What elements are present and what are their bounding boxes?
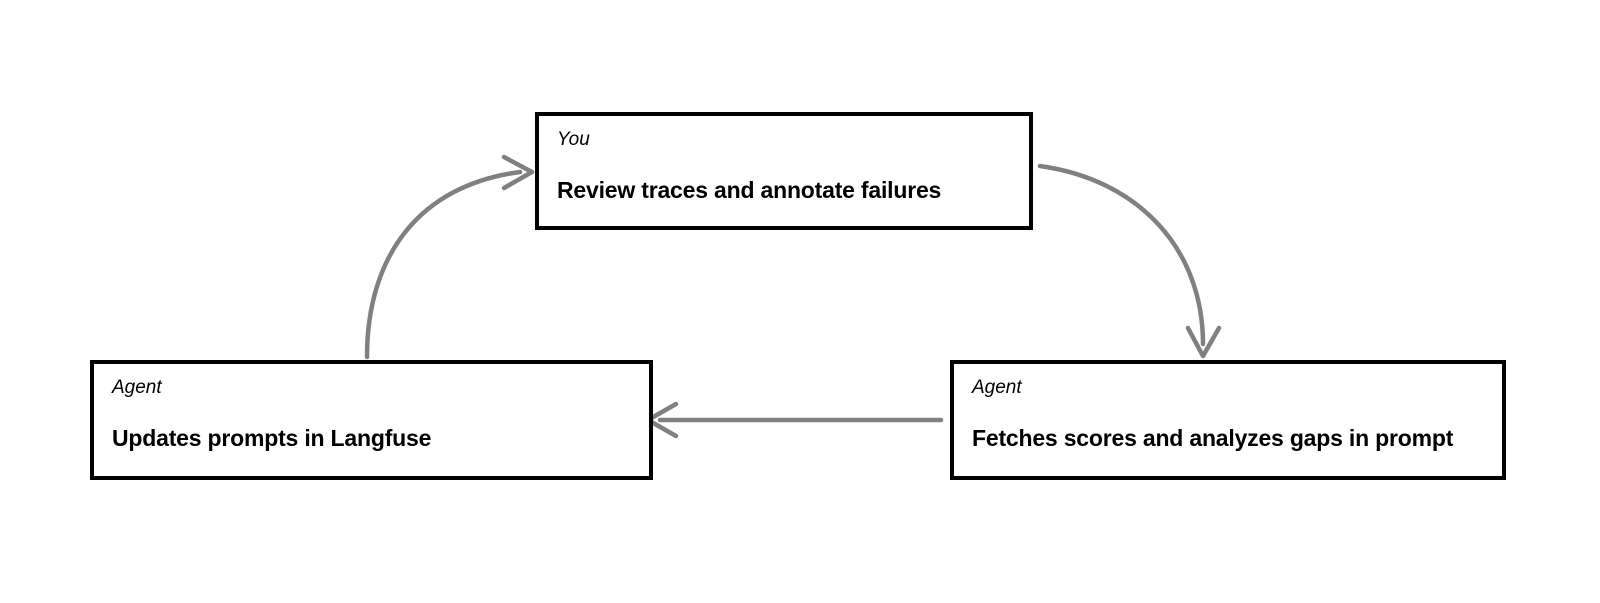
edge-updates-to-you <box>364 154 535 360</box>
node-title-label: Fetches scores and analyzes gaps in prom… <box>972 425 1454 451</box>
node-agent-updates[interactable]: Agent Updates prompts in Langfuse <box>90 360 653 480</box>
node-title-label: Review traces and annotate failures <box>557 177 942 203</box>
node-you-review[interactable]: You Review traces and annotate failures <box>535 112 1033 230</box>
node-role-label: You <box>557 129 590 150</box>
node-agent-fetches[interactable]: Agent Fetches scores and analyzes gaps i… <box>950 360 1506 480</box>
node-role-label: Agent <box>972 377 1022 398</box>
node-title-label: Updates prompts in Langfuse <box>112 425 432 451</box>
node-role-label: Agent <box>112 377 162 398</box>
edge-fetches-to-updates <box>645 401 944 439</box>
edge-you-to-fetches <box>1037 163 1222 359</box>
